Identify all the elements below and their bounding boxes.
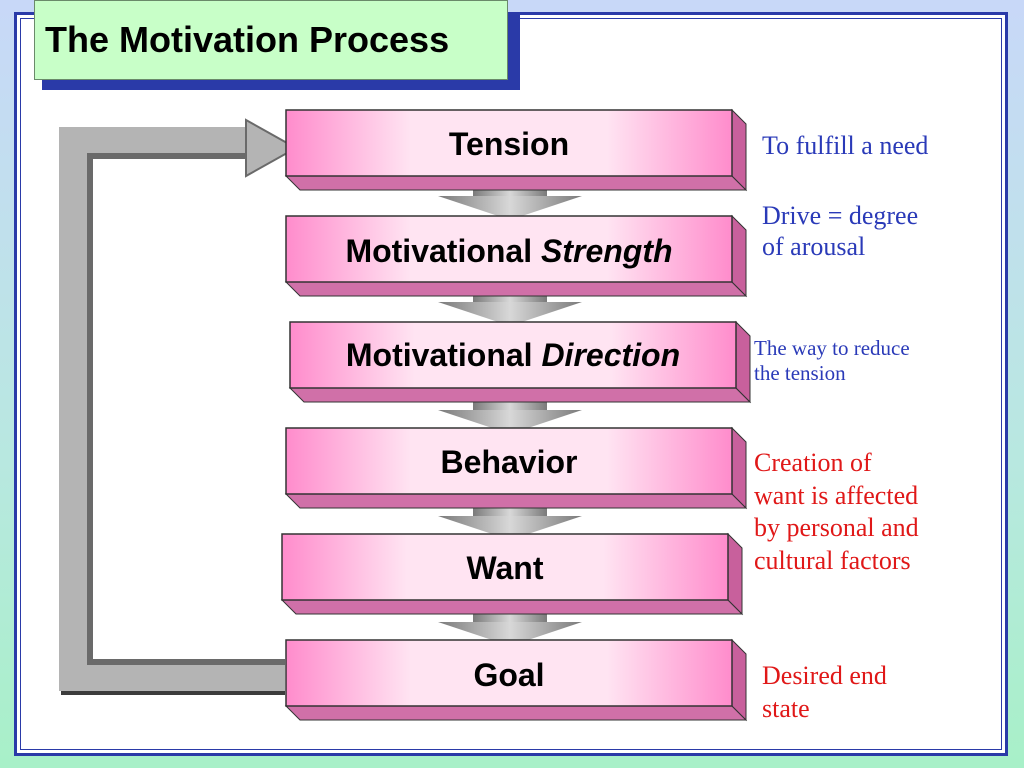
feedback-loop-arrow: [59, 118, 299, 695]
step-box-goal-bottom: [284, 705, 748, 721]
annotation-need: To fulfill a need: [762, 130, 928, 161]
annotation-drive-line-1: Drive = degree: [762, 201, 919, 230]
step-box-want-bottom: [280, 599, 744, 615]
step-box-want: Want: [280, 532, 744, 616]
step-label-direction: Motivational Direction: [346, 337, 680, 373]
step-box-goal-side: [731, 638, 747, 722]
step-box-direction: Motivational Direction: [288, 320, 752, 404]
step-box-goal-face: [285, 639, 733, 707]
annotation-desired-line-1: Desired end: [762, 661, 887, 690]
step-box-direction-side: [735, 320, 751, 404]
feedback-loop-shadow: [61, 147, 285, 695]
step-label-direction-plain: Motivational: [346, 337, 542, 373]
step-label-goal: Goal: [473, 657, 544, 693]
annotation-drive: Drive = degree of arousal: [762, 200, 918, 262]
step-box-want-face: [281, 533, 729, 601]
step-box-strength: Motivational Strength: [284, 214, 748, 298]
annotation-way: The way to reduce the tension: [754, 336, 910, 386]
step-label-strength-plain: Motivational: [345, 233, 541, 269]
flow-arrow-5-head: [438, 622, 582, 646]
step-label-direction-italic: Direction: [541, 337, 680, 373]
step-label-goal-plain: Goal: [473, 657, 544, 693]
annotation-need-line-1: To fulfill a need: [762, 131, 929, 160]
flow-arrow-2-head: [438, 302, 582, 326]
step-box-direction-bottom: [288, 387, 752, 403]
annotation-creation: Creation of want is affected by personal…: [754, 447, 919, 577]
step-box-want-side: [727, 532, 743, 616]
step-box-tension-bottom: [284, 175, 748, 191]
step-label-behavior-plain: Behavior: [441, 444, 578, 480]
annotation-drive-line-2: of arousal: [762, 232, 866, 262]
title-box: The Motivation Process: [34, 0, 508, 80]
slide-title: The Motivation Process: [45, 19, 450, 60]
step-box-tension: Tension: [284, 108, 748, 192]
step-box-goal: Goal: [284, 638, 748, 722]
flow-arrow-3-head: [438, 410, 582, 434]
flow-arrow-1-head: [438, 196, 582, 220]
step-box-strength-face: [285, 215, 733, 283]
feedback-loop-body: [59, 127, 285, 691]
step-label-strength-italic: Strength: [541, 233, 673, 269]
annotation-creation-line-1: Creation of: [754, 448, 872, 477]
step-label-want: Want: [466, 550, 543, 586]
step-label-tension: Tension: [449, 126, 569, 162]
annotation-creation-line-2: want is affected: [754, 480, 919, 510]
step-label-want-plain: Want: [466, 550, 543, 586]
flow-arrow-4-head: [438, 516, 582, 540]
step-label-strength: Motivational Strength: [345, 233, 672, 269]
step-box-behavior-side: [731, 426, 747, 510]
step-box-behavior-bottom: [284, 493, 748, 509]
step-box-strength-bottom: [284, 281, 748, 297]
annotation-way-line-1: The way to reduce: [754, 336, 910, 360]
step-box-strength-side: [731, 214, 747, 298]
feedback-loop-inner-line: [87, 153, 285, 665]
step-box-direction-face: [289, 321, 737, 389]
annotation-creation-line-4: cultural factors: [754, 545, 911, 575]
step-label-tension-plain: Tension: [449, 126, 569, 162]
annotation-desired-line-2: state: [762, 693, 810, 723]
step-box-tension-side: [731, 108, 747, 192]
step-box-tension-face: [285, 109, 733, 177]
step-box-behavior-face: [285, 427, 733, 495]
annotation-way-line-2: the tension: [754, 361, 846, 386]
annotation-desired: Desired end state: [762, 660, 887, 725]
annotation-creation-line-3: by personal and: [754, 513, 919, 542]
step-box-behavior: Behavior: [284, 426, 748, 510]
step-label-behavior: Behavior: [441, 444, 578, 480]
